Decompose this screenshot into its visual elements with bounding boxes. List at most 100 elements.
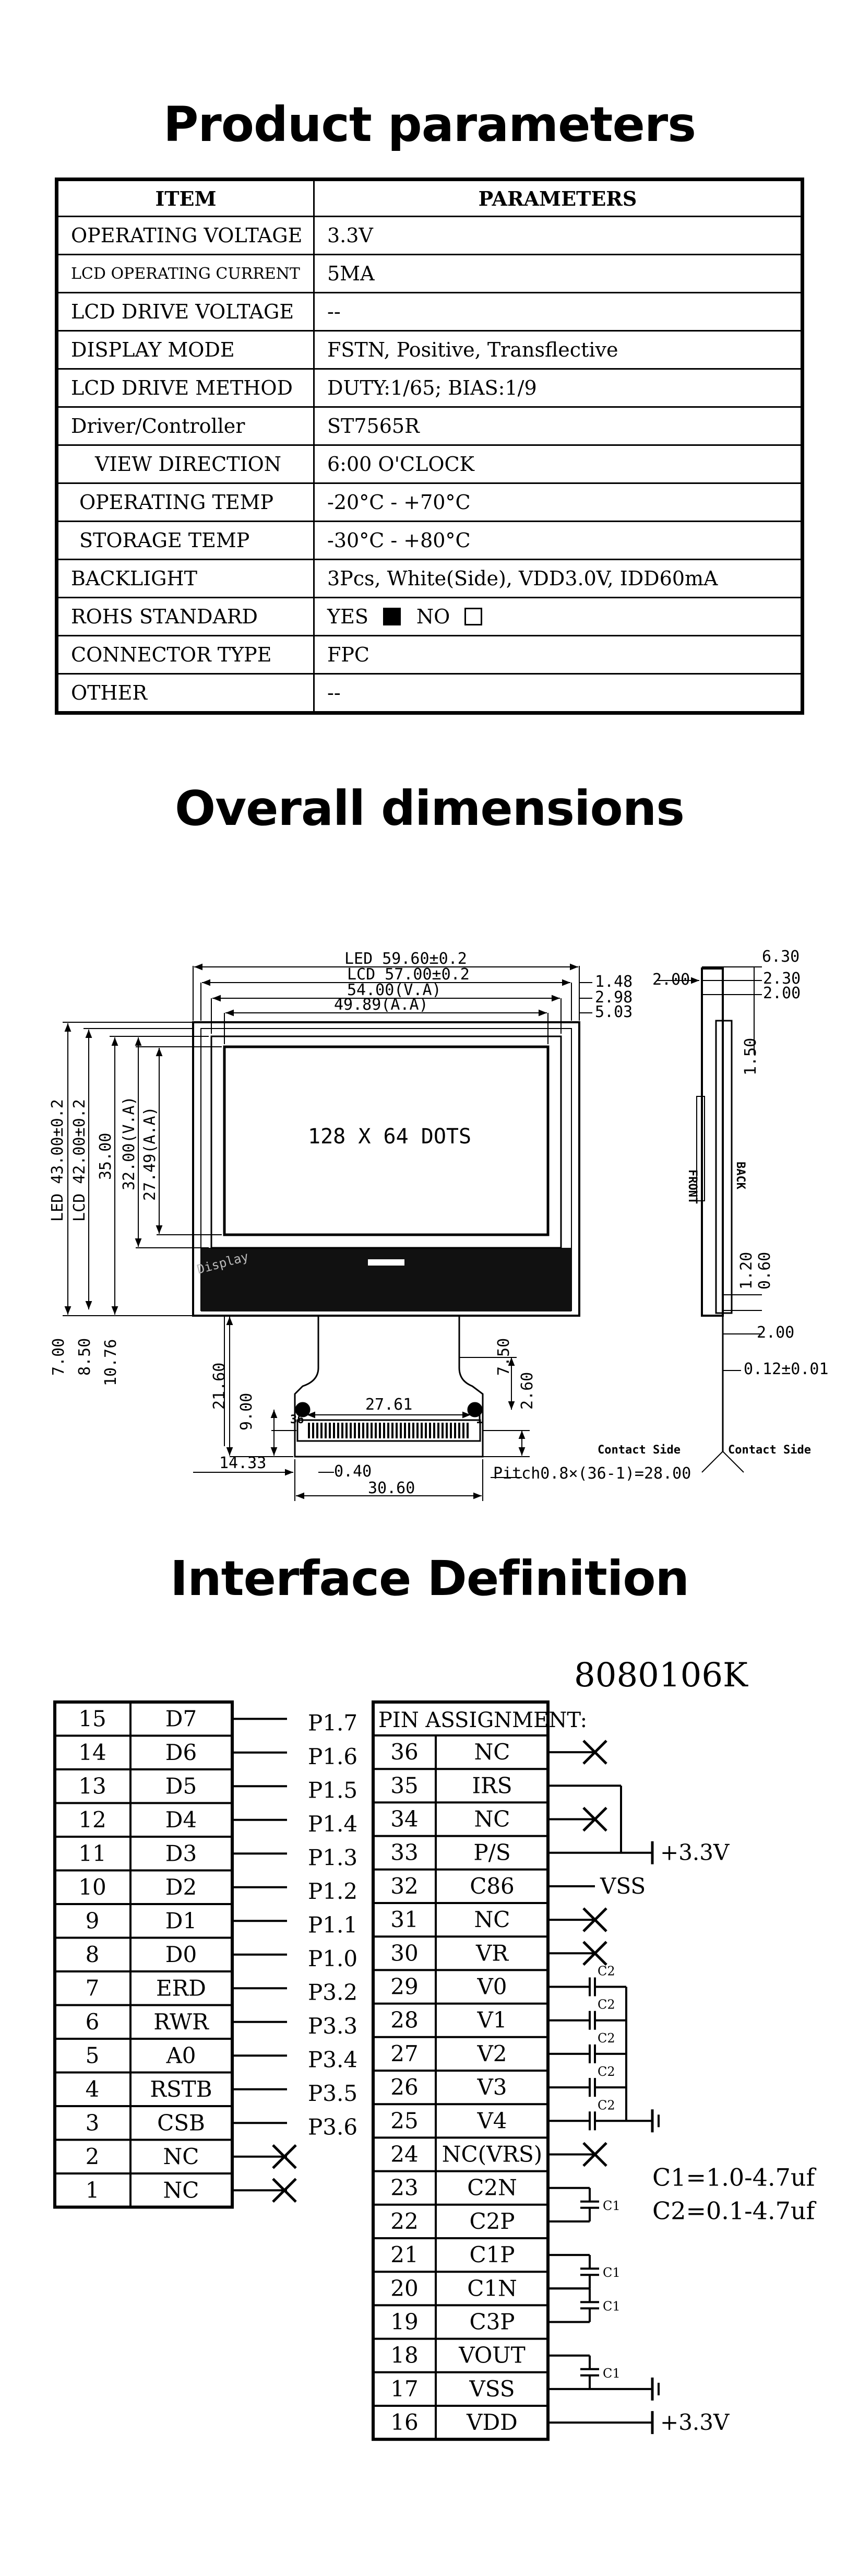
pin-number: 24 xyxy=(390,2142,418,2167)
svg-text:2.98: 2.98 xyxy=(595,988,633,1007)
svg-text:32.00(V.A): 32.00(V.A) xyxy=(120,1096,138,1190)
header-item: ITEM xyxy=(56,179,315,217)
svg-text:0.40: 0.40 xyxy=(334,1462,372,1481)
pin-signal: NC xyxy=(474,1907,510,1932)
pin-number: 34 xyxy=(390,1806,418,1832)
cap-label: C2 xyxy=(598,2064,615,2079)
port-label: P3.3 xyxy=(308,2013,357,2039)
c2-spec: C2=0.1-4.7uf xyxy=(652,2197,816,2225)
cap-label: C1 xyxy=(603,2199,621,2213)
pin-signal: VDD xyxy=(466,2409,518,2435)
svg-text:1: 1 xyxy=(476,1413,483,1426)
svg-text:21.60: 21.60 xyxy=(210,1363,229,1410)
svg-text:LED 59.60±0.2: LED 59.60±0.2 xyxy=(344,950,467,968)
pin-signal: D6 xyxy=(165,1740,197,1765)
svg-text:1.50: 1.50 xyxy=(742,1038,760,1076)
svg-text:1.20: 1.20 xyxy=(737,1252,756,1290)
pin-signal: C1P xyxy=(469,2242,515,2267)
pin-signal: D5 xyxy=(165,1773,197,1799)
pin-number: 25 xyxy=(390,2108,418,2133)
pin-signal: P/S xyxy=(473,1840,510,1865)
pin-signal: V4 xyxy=(476,2108,507,2133)
vdd-label: +3.3V xyxy=(660,1840,730,1865)
svg-text:14.33: 14.33 xyxy=(219,1454,266,1472)
pin-signal: C3P xyxy=(469,2309,515,2335)
svg-text:9.00: 9.00 xyxy=(237,1393,256,1431)
pin-number: 29 xyxy=(390,1974,418,2000)
pin-signal: NC xyxy=(474,1739,510,1765)
svg-text:Contact Side: Contact Side xyxy=(728,1444,811,1457)
pin-number: 14 xyxy=(78,1740,106,1765)
pin-number: 10 xyxy=(78,1874,106,1900)
pin-number: 7 xyxy=(86,1975,100,2001)
cap-label: C2 xyxy=(598,1998,615,2012)
params-title: Product parameters xyxy=(163,97,696,152)
svg-text:36: 36 xyxy=(290,1413,304,1426)
svg-text:27.61: 27.61 xyxy=(365,1396,412,1414)
svg-text:7.00: 7.00 xyxy=(50,1338,68,1376)
vdd-label: +3.3V xyxy=(660,2409,730,2435)
table-row: STORAGE TEMP-30°C - +80°C xyxy=(56,521,803,560)
port-label: P3.6 xyxy=(308,2114,357,2140)
pin-signal: A0 xyxy=(165,2042,196,2068)
pin-number: 18 xyxy=(390,2343,418,2368)
dimension-drawing: LED 59.60±0.2 LCD 57.00±0.2 1.48 54.00(V… xyxy=(49,948,829,1501)
pin-number: 28 xyxy=(390,2007,418,2033)
pin-number: 17 xyxy=(390,2376,418,2402)
svg-text:49.89(A.A): 49.89(A.A) xyxy=(334,996,428,1014)
svg-text:27.49(A.A): 27.49(A.A) xyxy=(141,1106,159,1201)
pin-number: 22 xyxy=(390,2208,418,2234)
table-row: LCD DRIVE VOLTAGE-- xyxy=(56,292,803,332)
c1-spec: C1=1.0-4.7uf xyxy=(652,2164,816,2192)
svg-text:0.60: 0.60 xyxy=(756,1252,774,1290)
pin-signal: C2N xyxy=(467,2175,517,2201)
svg-text:30.60: 30.60 xyxy=(368,1479,415,1497)
port-label: P1.5 xyxy=(308,1777,357,1803)
svg-text:2.00: 2.00 xyxy=(652,971,690,989)
pin-signal: VSS xyxy=(469,2376,515,2402)
pin-number: 36 xyxy=(390,1739,418,1765)
pin-number: 27 xyxy=(390,2041,418,2066)
svg-text:LCD 42.00±0.2: LCD 42.00±0.2 xyxy=(70,1099,89,1222)
pin-number: 6 xyxy=(86,2009,100,2035)
pin-signal: IRS xyxy=(472,1773,512,1798)
pin-signal: CSB xyxy=(157,2110,205,2135)
pin-signal: C2P xyxy=(469,2208,515,2234)
port-label: P1.6 xyxy=(308,1744,357,1769)
pin-number: 4 xyxy=(86,2076,100,2102)
model-number: 8080106K xyxy=(574,1656,748,1695)
svg-text:7.50: 7.50 xyxy=(495,1338,513,1376)
pin-signal: D7 xyxy=(165,1706,197,1731)
pin-number: 2 xyxy=(86,2144,100,2169)
pin-number: 20 xyxy=(390,2275,418,2301)
pin-signal: V0 xyxy=(476,1974,507,2000)
pin-number: 23 xyxy=(390,2175,418,2201)
svg-text:Contact Side: Contact Side xyxy=(598,1444,681,1457)
cap-label: C1 xyxy=(603,2366,621,2381)
pin-signal: D0 xyxy=(165,1942,197,1967)
pin-signal: NC xyxy=(163,2177,199,2203)
pin-signal: NC xyxy=(163,2144,199,2169)
pin-number: 12 xyxy=(78,1807,106,1833)
port-label: P1.1 xyxy=(308,1912,357,1937)
pin-signal: RWR xyxy=(153,2009,209,2035)
svg-text:2.00: 2.00 xyxy=(757,1324,794,1342)
pin-number: 3 xyxy=(86,2110,100,2135)
header-parameters: PARAMETERS xyxy=(313,179,803,217)
svg-text:10.76: 10.76 xyxy=(102,1339,120,1386)
pin-signal: C86 xyxy=(470,1873,515,1899)
pin-number: 30 xyxy=(390,1940,418,1966)
port-label: P3.2 xyxy=(308,1979,357,2005)
dots-label: 128 X 64 DOTS xyxy=(308,1125,471,1149)
pin-number: 9 xyxy=(86,1908,100,1933)
pin-number: 15 xyxy=(78,1706,106,1731)
svg-text:54.00(V.A): 54.00(V.A) xyxy=(347,981,442,999)
